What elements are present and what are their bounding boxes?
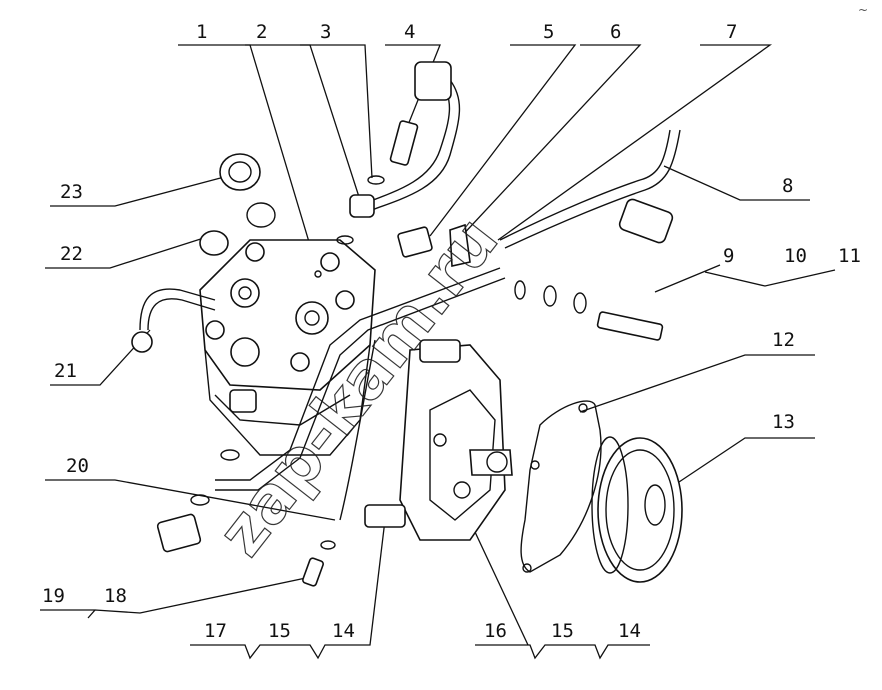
callout-23: 23 bbox=[60, 181, 83, 203]
callout-22: 22 bbox=[60, 243, 83, 265]
callout-15: 15 bbox=[551, 620, 574, 642]
callout-15: 15 bbox=[268, 620, 291, 642]
callout-21: 21 bbox=[54, 360, 77, 382]
callout-8: 8 bbox=[782, 175, 793, 197]
callout-9: 9 bbox=[723, 245, 734, 267]
small-parts bbox=[131, 120, 664, 587]
callout-16: 16 bbox=[484, 620, 507, 642]
callout-4: 4 bbox=[404, 21, 415, 43]
callout-14: 14 bbox=[618, 620, 641, 642]
callout-18: 18 bbox=[104, 585, 127, 607]
callout-13: 13 bbox=[772, 411, 795, 433]
callout-2: 2 bbox=[256, 21, 267, 43]
callout-11: 11 bbox=[838, 245, 861, 267]
callout-10: 10 bbox=[784, 245, 807, 267]
callout-5: 5 bbox=[543, 21, 554, 43]
callout-14: 14 bbox=[332, 620, 355, 642]
callout-7: 7 bbox=[726, 21, 737, 43]
callout-20: 20 bbox=[66, 455, 89, 477]
callout-19: 19 bbox=[42, 585, 65, 607]
callout-6: 6 bbox=[610, 21, 621, 43]
callout-17: 17 bbox=[204, 620, 227, 642]
pipes bbox=[139, 61, 681, 521]
leader-lines bbox=[40, 44, 836, 660]
callout-3: 3 bbox=[320, 21, 331, 43]
callout-labels: 1 2 3 4 5 6 7 8 9 10 11 12 13 14 14 15 1… bbox=[42, 21, 861, 642]
callout-1: 1 bbox=[196, 21, 207, 43]
drive-gear bbox=[591, 436, 683, 583]
compressor-assembly bbox=[199, 239, 513, 541]
gasket bbox=[520, 400, 602, 573]
corner-mark: ~ bbox=[858, 3, 868, 17]
callout-12: 12 bbox=[772, 329, 795, 351]
